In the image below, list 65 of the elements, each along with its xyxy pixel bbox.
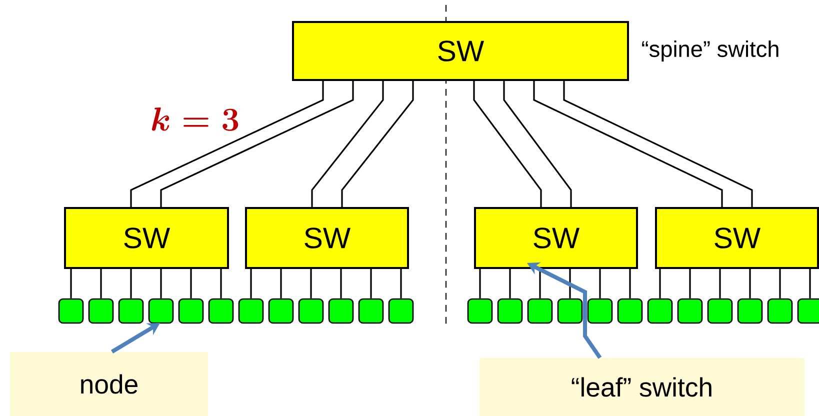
switch-box: SW xyxy=(655,207,819,269)
link-line xyxy=(250,269,252,298)
link-line xyxy=(479,269,481,298)
link-line xyxy=(689,269,691,298)
link-line xyxy=(749,269,751,298)
link-line xyxy=(563,81,753,207)
switch-box: SW xyxy=(474,207,638,269)
node-square xyxy=(148,298,174,324)
switch-box: SW xyxy=(292,21,629,81)
node-square xyxy=(118,298,144,324)
node-square xyxy=(268,298,294,324)
node-square xyxy=(358,298,384,324)
link-line xyxy=(280,269,282,298)
link-line xyxy=(341,81,414,207)
link-line xyxy=(311,81,384,207)
link-line xyxy=(130,269,132,298)
link-line xyxy=(779,269,781,298)
node-square xyxy=(617,298,643,324)
node-square xyxy=(677,298,703,324)
link-line xyxy=(809,269,811,298)
node-square xyxy=(388,298,414,324)
link-line xyxy=(160,81,354,207)
link-line xyxy=(190,269,192,298)
node-square xyxy=(707,298,733,324)
node-square xyxy=(497,298,523,324)
beside-label: “spine” switch xyxy=(642,40,778,62)
link-line xyxy=(130,81,324,207)
link-line xyxy=(719,269,721,298)
node-square xyxy=(328,298,354,324)
link-line xyxy=(370,269,372,298)
node-square xyxy=(767,298,793,324)
node-square xyxy=(797,298,819,324)
link-line xyxy=(509,269,511,298)
node-square xyxy=(647,298,673,324)
node-square xyxy=(178,298,204,324)
switch-box: SW xyxy=(64,207,229,269)
link-line xyxy=(160,269,162,298)
callout-box: “leaf” switch xyxy=(480,358,804,416)
link-line xyxy=(70,269,72,298)
link-line xyxy=(400,269,402,298)
node-square xyxy=(737,298,763,324)
link-line xyxy=(659,269,661,298)
link-line xyxy=(533,81,723,207)
link-line xyxy=(599,269,601,298)
node-square xyxy=(58,298,84,324)
link-line xyxy=(629,269,631,298)
node-square xyxy=(557,298,583,324)
node-square xyxy=(298,298,324,324)
node-square xyxy=(467,298,493,324)
node-square xyxy=(238,298,264,324)
node-square xyxy=(208,298,234,324)
link-line xyxy=(473,81,542,207)
switch-box: SW xyxy=(245,207,409,269)
link-line xyxy=(539,269,541,298)
node-square xyxy=(527,298,553,324)
link-line xyxy=(220,269,222,298)
node-square xyxy=(587,298,613,324)
link-line xyxy=(310,269,312,298)
link-line xyxy=(569,269,571,298)
link-line xyxy=(100,269,102,298)
link-line xyxy=(340,269,342,298)
node-square xyxy=(88,298,114,324)
link-line xyxy=(503,81,572,207)
formula-label: $k = 3$ xyxy=(152,108,238,131)
callout-box: node xyxy=(10,352,208,416)
